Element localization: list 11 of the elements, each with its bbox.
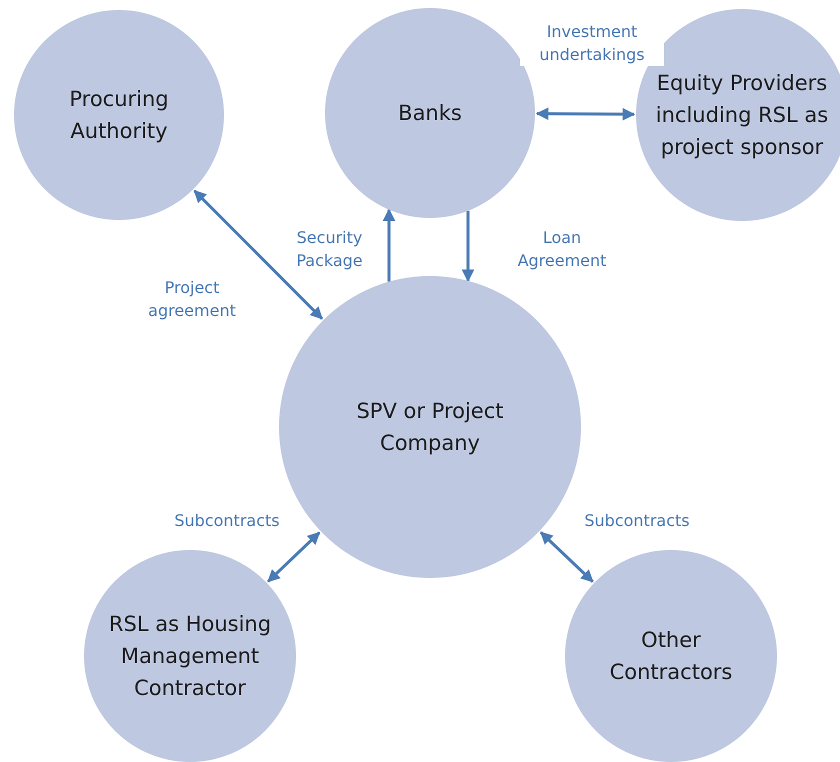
node-label: Other Contractors [608, 627, 734, 686]
arrow [382, 208, 396, 282]
node-label: Banks [397, 100, 463, 127]
arrow [193, 190, 324, 320]
node-label: Procuring Authority [68, 86, 170, 145]
node-label: RSL as Housing Management Contractor [108, 611, 272, 702]
arrow [536, 107, 636, 121]
node-label: Equity Providers including RSL as project sponsor [654, 70, 830, 161]
arrow [540, 531, 594, 583]
arrow [462, 210, 474, 282]
node-label: SPV or Project Company [355, 398, 505, 457]
